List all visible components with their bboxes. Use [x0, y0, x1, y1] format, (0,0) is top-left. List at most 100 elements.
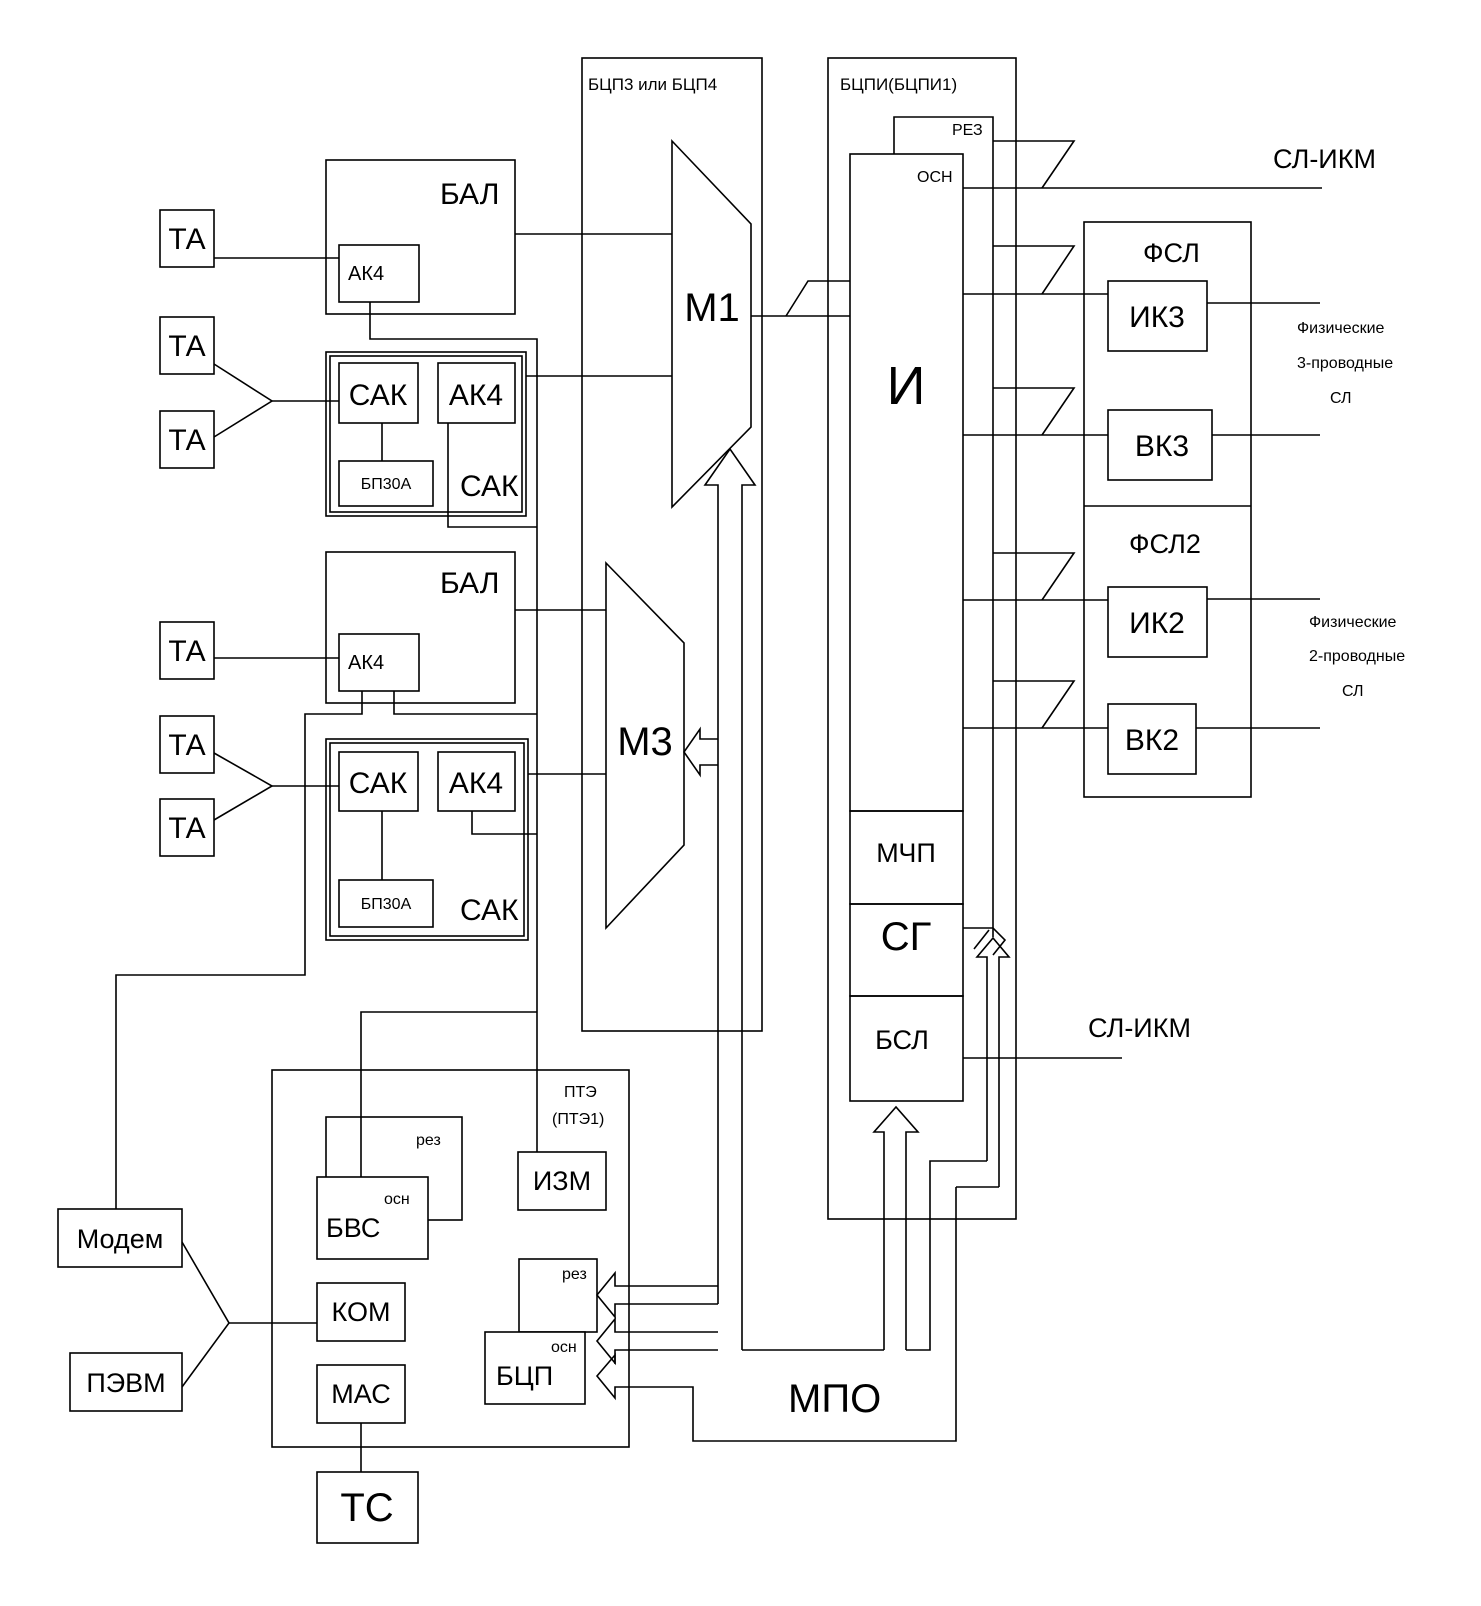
bus-slash — [993, 140, 1076, 189]
pte-frame — [271, 1069, 630, 1448]
ak4-label-1: АК4 — [348, 263, 384, 285]
bal-box-1 — [325, 159, 516, 315]
phys-2w-line1: Физические — [1309, 614, 1397, 631]
wire — [393, 691, 537, 715]
ta-box-5 — [159, 715, 215, 774]
sak-group-outer-2 — [325, 738, 529, 941]
vk2-box — [1107, 703, 1197, 775]
bus-slash — [993, 680, 1076, 729]
sg-label: СГ — [881, 915, 932, 959]
bcp34-frame — [581, 57, 763, 1032]
sl-ikm-upper-label: СЛ-ИКМ — [1273, 144, 1376, 174]
bcp-label: БЦП — [496, 1361, 553, 1391]
ta-box-6 — [159, 798, 215, 857]
m3-label: М3 — [617, 720, 673, 764]
ak4-label-4: АК4 — [449, 767, 503, 800]
bcp34-label: БЦП3 или БЦП4 — [588, 75, 717, 94]
sak-box-1 — [338, 362, 419, 424]
bcpi-frame — [827, 57, 1017, 1220]
ta-box-4 — [159, 621, 215, 680]
m1-label: М1 — [684, 286, 740, 330]
mpo-arrow-bcp-rez — [595, 1270, 718, 1320]
wire — [360, 1011, 537, 1177]
pevm-box — [69, 1352, 183, 1412]
ak4-box-2 — [437, 362, 516, 424]
sl-ikm-lower-label: СЛ-ИКМ — [1088, 1013, 1191, 1043]
vk2-label: ВК2 — [1125, 724, 1179, 757]
i-label: И — [887, 356, 926, 416]
sak-label-4: САК — [460, 894, 519, 927]
mpo-bus-arrow-m1 — [703, 447, 757, 1350]
bsl-block — [849, 995, 964, 1102]
vk3-box — [1107, 409, 1213, 481]
bus-slash — [993, 387, 1076, 436]
m1-mux — [671, 138, 752, 509]
ak4-label-2: АК4 — [449, 379, 503, 412]
bp30a-box-1 — [338, 460, 434, 507]
wire — [369, 302, 538, 1012]
wire — [181, 1241, 230, 1388]
ta-box-3 — [159, 410, 215, 469]
bvs-osn-label: осн — [384, 1191, 410, 1208]
m3-mux — [605, 561, 685, 931]
bal-box-2 — [325, 551, 516, 704]
bvs-label: БВС — [326, 1213, 380, 1243]
ts-label: ТС — [340, 1486, 393, 1530]
ik2-label: ИК2 — [1129, 607, 1185, 640]
bp30a-box-2 — [338, 879, 434, 928]
pte1-label: (ПТЭ1) — [552, 1111, 604, 1128]
bcp-rez-label: рез — [562, 1266, 587, 1283]
bus-slash — [785, 280, 850, 317]
sg-up-arrow-2 — [973, 929, 990, 950]
ts-box — [316, 1471, 419, 1544]
wire — [447, 423, 537, 528]
ta-label-1: ТА — [168, 223, 205, 256]
ta-label-3: ТА — [168, 424, 205, 457]
mpo-arrow-bcp-osn — [595, 1316, 718, 1366]
modem-label: Модем — [77, 1224, 164, 1254]
ak4-box-4 — [437, 751, 516, 812]
wire — [213, 363, 274, 438]
bvs-rez-label: рез — [416, 1132, 441, 1149]
ik2-box — [1107, 586, 1208, 658]
bcpi-label: БЦПИ(БЦПИ1) — [840, 75, 957, 94]
ik3-label: ИК3 — [1129, 301, 1185, 334]
sak-label-2: САК — [460, 470, 519, 503]
mpo-arrow-bcp-main — [595, 1187, 957, 1442]
sak-group-inner-1 — [329, 355, 523, 513]
bsl-label: БСЛ — [875, 1025, 929, 1055]
phys-3w-line1: Физические — [1297, 320, 1385, 337]
osn-upper-label: ОСН — [917, 169, 953, 186]
phys-2w-line3: СЛ — [1342, 683, 1364, 700]
sg-up-arrow — [975, 936, 1011, 1187]
wire — [115, 691, 363, 1209]
fsl2-label: ФСЛ2 — [1129, 529, 1201, 559]
wire — [471, 811, 537, 835]
ta-box-1 — [159, 209, 215, 268]
ak4-box-3 — [338, 633, 420, 692]
izm-box — [517, 1151, 607, 1211]
mchp-label: МЧП — [876, 838, 936, 868]
sak-label-3: САК — [349, 767, 408, 800]
bus-slash — [993, 552, 1076, 601]
ik3-box — [1107, 280, 1208, 352]
bp30a-label-2: БП30А — [361, 896, 412, 913]
rez-outline — [893, 116, 994, 937]
kom-label: КОМ — [332, 1297, 391, 1327]
rez-upper-label: РЕЗ — [952, 122, 983, 139]
bcp-osn-label: осн — [551, 1339, 577, 1356]
sak-group-inner-2 — [329, 742, 525, 937]
pte-label: ПТЭ — [564, 1084, 597, 1101]
vk3-label: ВК3 — [1135, 430, 1189, 463]
bsl-up-arrow — [872, 1105, 920, 1350]
bcp-osn-box — [484, 1331, 586, 1405]
mpo-bus — [906, 1160, 987, 1351]
kom-box — [316, 1282, 406, 1342]
sak-label-1: САК — [349, 379, 408, 412]
sak-box-3 — [338, 751, 419, 812]
fsl-frame — [1083, 221, 1252, 798]
sg-arrow-1 — [963, 927, 1007, 956]
ta-label-5: ТА — [168, 729, 205, 762]
bp30a-label-1: БП30А — [361, 476, 412, 493]
